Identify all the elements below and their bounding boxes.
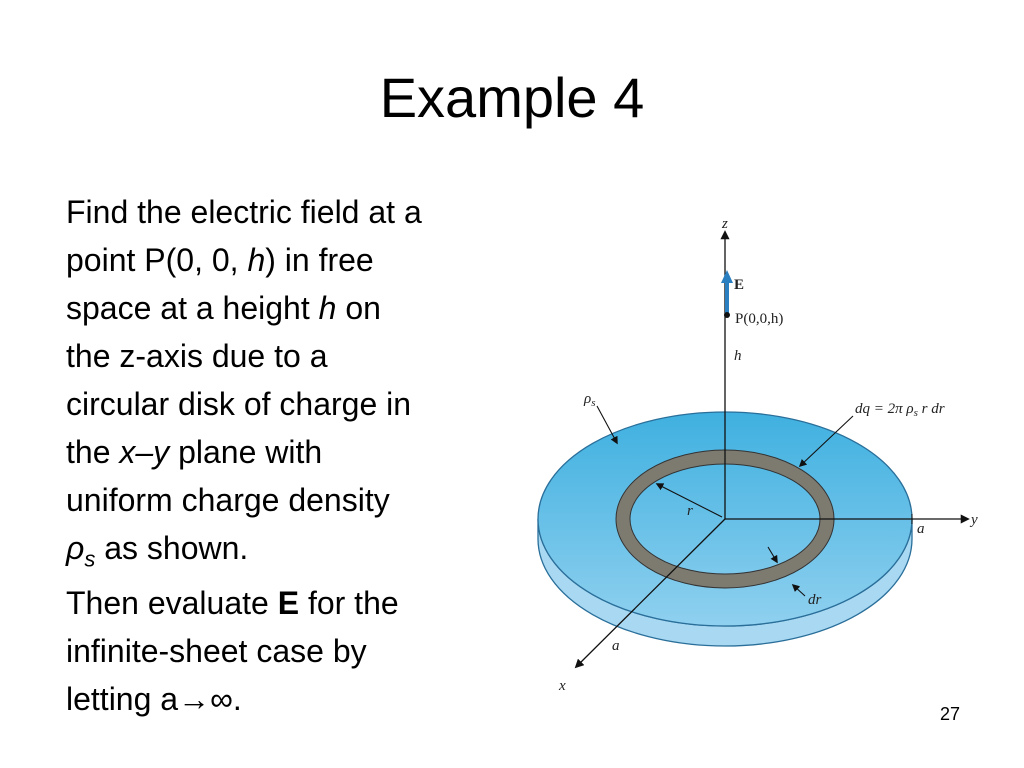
text-line: Then evaluate E for the xyxy=(66,585,399,621)
text-line: circular disk of charge in xyxy=(66,386,412,422)
text-line: letting a→∞. xyxy=(66,681,242,717)
y-axis-label: y xyxy=(969,512,978,528)
radius-arrow xyxy=(655,483,723,518)
task-statement: Then evaluate E for the infinite-sheet c… xyxy=(66,579,526,723)
text-line: point P(0, 0, h) in free xyxy=(66,242,374,278)
e-field-arrowhead xyxy=(721,270,733,283)
slide-title: Example 4 xyxy=(379,66,645,129)
x-axis xyxy=(574,518,726,669)
x-axis-label: x xyxy=(558,678,566,694)
text-line: Find the electric field at a xyxy=(66,194,422,230)
a-right-label: a xyxy=(917,521,925,537)
dr-label: dr xyxy=(808,592,822,608)
rho-pointer xyxy=(596,405,618,445)
z-axis-label: z xyxy=(721,216,728,232)
text-line: infinite-sheet case by xyxy=(66,633,367,669)
problem-statement: Find the electric field at a point P(0, … xyxy=(66,188,526,572)
e-field-label: E xyxy=(734,277,744,293)
slide-number: 27 xyxy=(939,704,961,724)
text-line: the z-axis due to a xyxy=(66,338,328,374)
text-line: space at a height h on xyxy=(66,290,381,326)
point-p xyxy=(724,312,730,318)
a-front-label: a xyxy=(612,638,620,654)
height-label: h xyxy=(734,348,742,364)
text-line: ρs as shown. xyxy=(66,530,249,572)
dq-label: dq = 2π ρs r dr xyxy=(855,401,945,419)
dr-pointer-inner xyxy=(767,546,778,564)
text-line: uniform charge density xyxy=(66,482,390,518)
dr-pointer-outer xyxy=(791,583,806,597)
radius-label: r xyxy=(687,503,693,519)
point-p-label: P(0,0,h) xyxy=(735,311,783,327)
rho-label: ρs xyxy=(583,391,595,409)
text-line: the x–y plane with xyxy=(66,434,323,470)
charged-disk-diagram: z y x E P(0,0,h) h ρs dq = 2π ρs r dr r … xyxy=(537,216,978,694)
dq-pointer xyxy=(798,415,854,468)
